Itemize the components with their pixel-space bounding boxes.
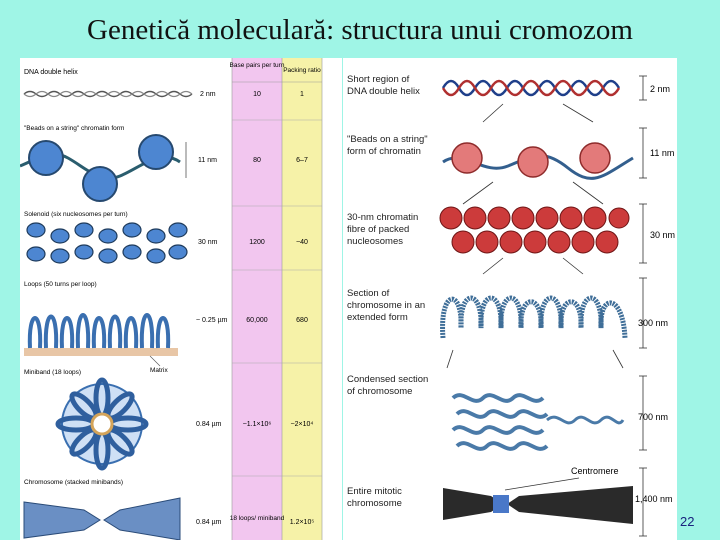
- solenoid-fibre: [27, 223, 187, 263]
- left-row-label-1: DNA double helix: [24, 69, 78, 76]
- right-size-6: 1,400 nm: [635, 494, 673, 504]
- dna-double-helix: [443, 81, 619, 95]
- right-row-label-2: "Beads on a string"form of chromatin: [347, 134, 428, 157]
- left-row-label-4: Loops (50 turns per loop): [24, 281, 97, 288]
- packing-ratio-column: [282, 58, 322, 540]
- left-figure-svg: Base pairs per turn Packing ratio DNA do…: [20, 58, 342, 540]
- base-pairs-column: [232, 58, 282, 540]
- right-size-4: 300 nm: [638, 318, 668, 328]
- nucleosome-bead: [452, 143, 482, 173]
- condensed-chromosome-section: [453, 395, 623, 449]
- right-size-1: 2 nm: [650, 84, 670, 94]
- right-size-2: 11 nm: [650, 148, 674, 158]
- right-figure-svg: 2 nm 11 nm 30 nm 300 nm 700 nm 1,400 nm …: [343, 58, 677, 540]
- left-row-pack-6: 1.2×10⁵: [290, 519, 315, 526]
- left-row-bp-3: 1200: [249, 239, 265, 246]
- left-row-pack-2: 6–7: [296, 157, 308, 164]
- nucleosome-bead: [580, 143, 610, 173]
- left-row-pack-5: ~2×10⁴: [291, 421, 314, 428]
- stacked-miniband-chromosome: [24, 498, 180, 540]
- slide-title: Genetică moleculară: structura unui crom…: [0, 14, 720, 47]
- chromatin-30nm-fibre: [440, 207, 629, 253]
- right-chromosome-figure: 2 nm 11 nm 30 nm 300 nm 700 nm 1,400 nm …: [343, 58, 677, 540]
- nucleosome-bead: [518, 147, 548, 177]
- left-row-bp-4: 60,000: [246, 317, 268, 324]
- miniband-rosette: [58, 380, 146, 468]
- mitotic-chromosome: [443, 486, 633, 524]
- left-row-label-6: Chromosome (stacked minibands): [24, 479, 123, 486]
- nucleosome-bead: [83, 167, 117, 201]
- left-row-pack-4: 680: [296, 317, 308, 324]
- scale-bars: [639, 76, 647, 536]
- left-row-label-3: Solenoid (six nucleosomes per turn): [24, 211, 128, 218]
- base-pairs-header: Base pairs per turn: [230, 62, 285, 69]
- right-size-5: 700 nm: [638, 412, 668, 422]
- right-size-3: 30 nm: [650, 230, 675, 240]
- nucleosome-bead: [139, 135, 173, 169]
- left-row-width-1: 2 nm: [200, 91, 216, 98]
- left-chromosome-figure: Base pairs per turn Packing ratio DNA do…: [20, 58, 342, 540]
- left-row-bp-5: ~1.1×10⁶: [243, 421, 272, 428]
- left-row-bp-2: 80: [253, 157, 261, 164]
- left-row-label-5: Miniband (18 loops): [24, 369, 81, 376]
- matrix-label: Matrix: [150, 367, 168, 374]
- chromatin-loops: [30, 315, 168, 348]
- nucleosome-bead: [29, 141, 63, 175]
- slide-page-number: 22: [680, 514, 694, 529]
- left-row-bp-6: 18 loops/ miniband: [230, 515, 285, 522]
- left-row-width-6: 0.84 µm: [196, 519, 222, 526]
- centromere-label: Centromere: [571, 466, 619, 476]
- left-row-width-3: 30 nm: [198, 239, 218, 246]
- left-row-label-2: "Beads on a string" chromatin form: [24, 125, 124, 132]
- packing-ratio-header: Packing ratio: [283, 67, 321, 74]
- left-row-width-2: 11 nm: [198, 157, 217, 164]
- extended-chromosome-loops: [443, 298, 625, 338]
- left-row-width-4: ~ 0.25 µm: [196, 317, 228, 324]
- matrix-scaffold: [24, 348, 178, 356]
- left-row-bp-1: 10: [253, 91, 261, 98]
- left-row-pack-1: 1: [300, 91, 304, 98]
- left-row-width-5: 0.84 µm: [196, 421, 222, 428]
- left-row-pack-3: ~40: [296, 239, 308, 246]
